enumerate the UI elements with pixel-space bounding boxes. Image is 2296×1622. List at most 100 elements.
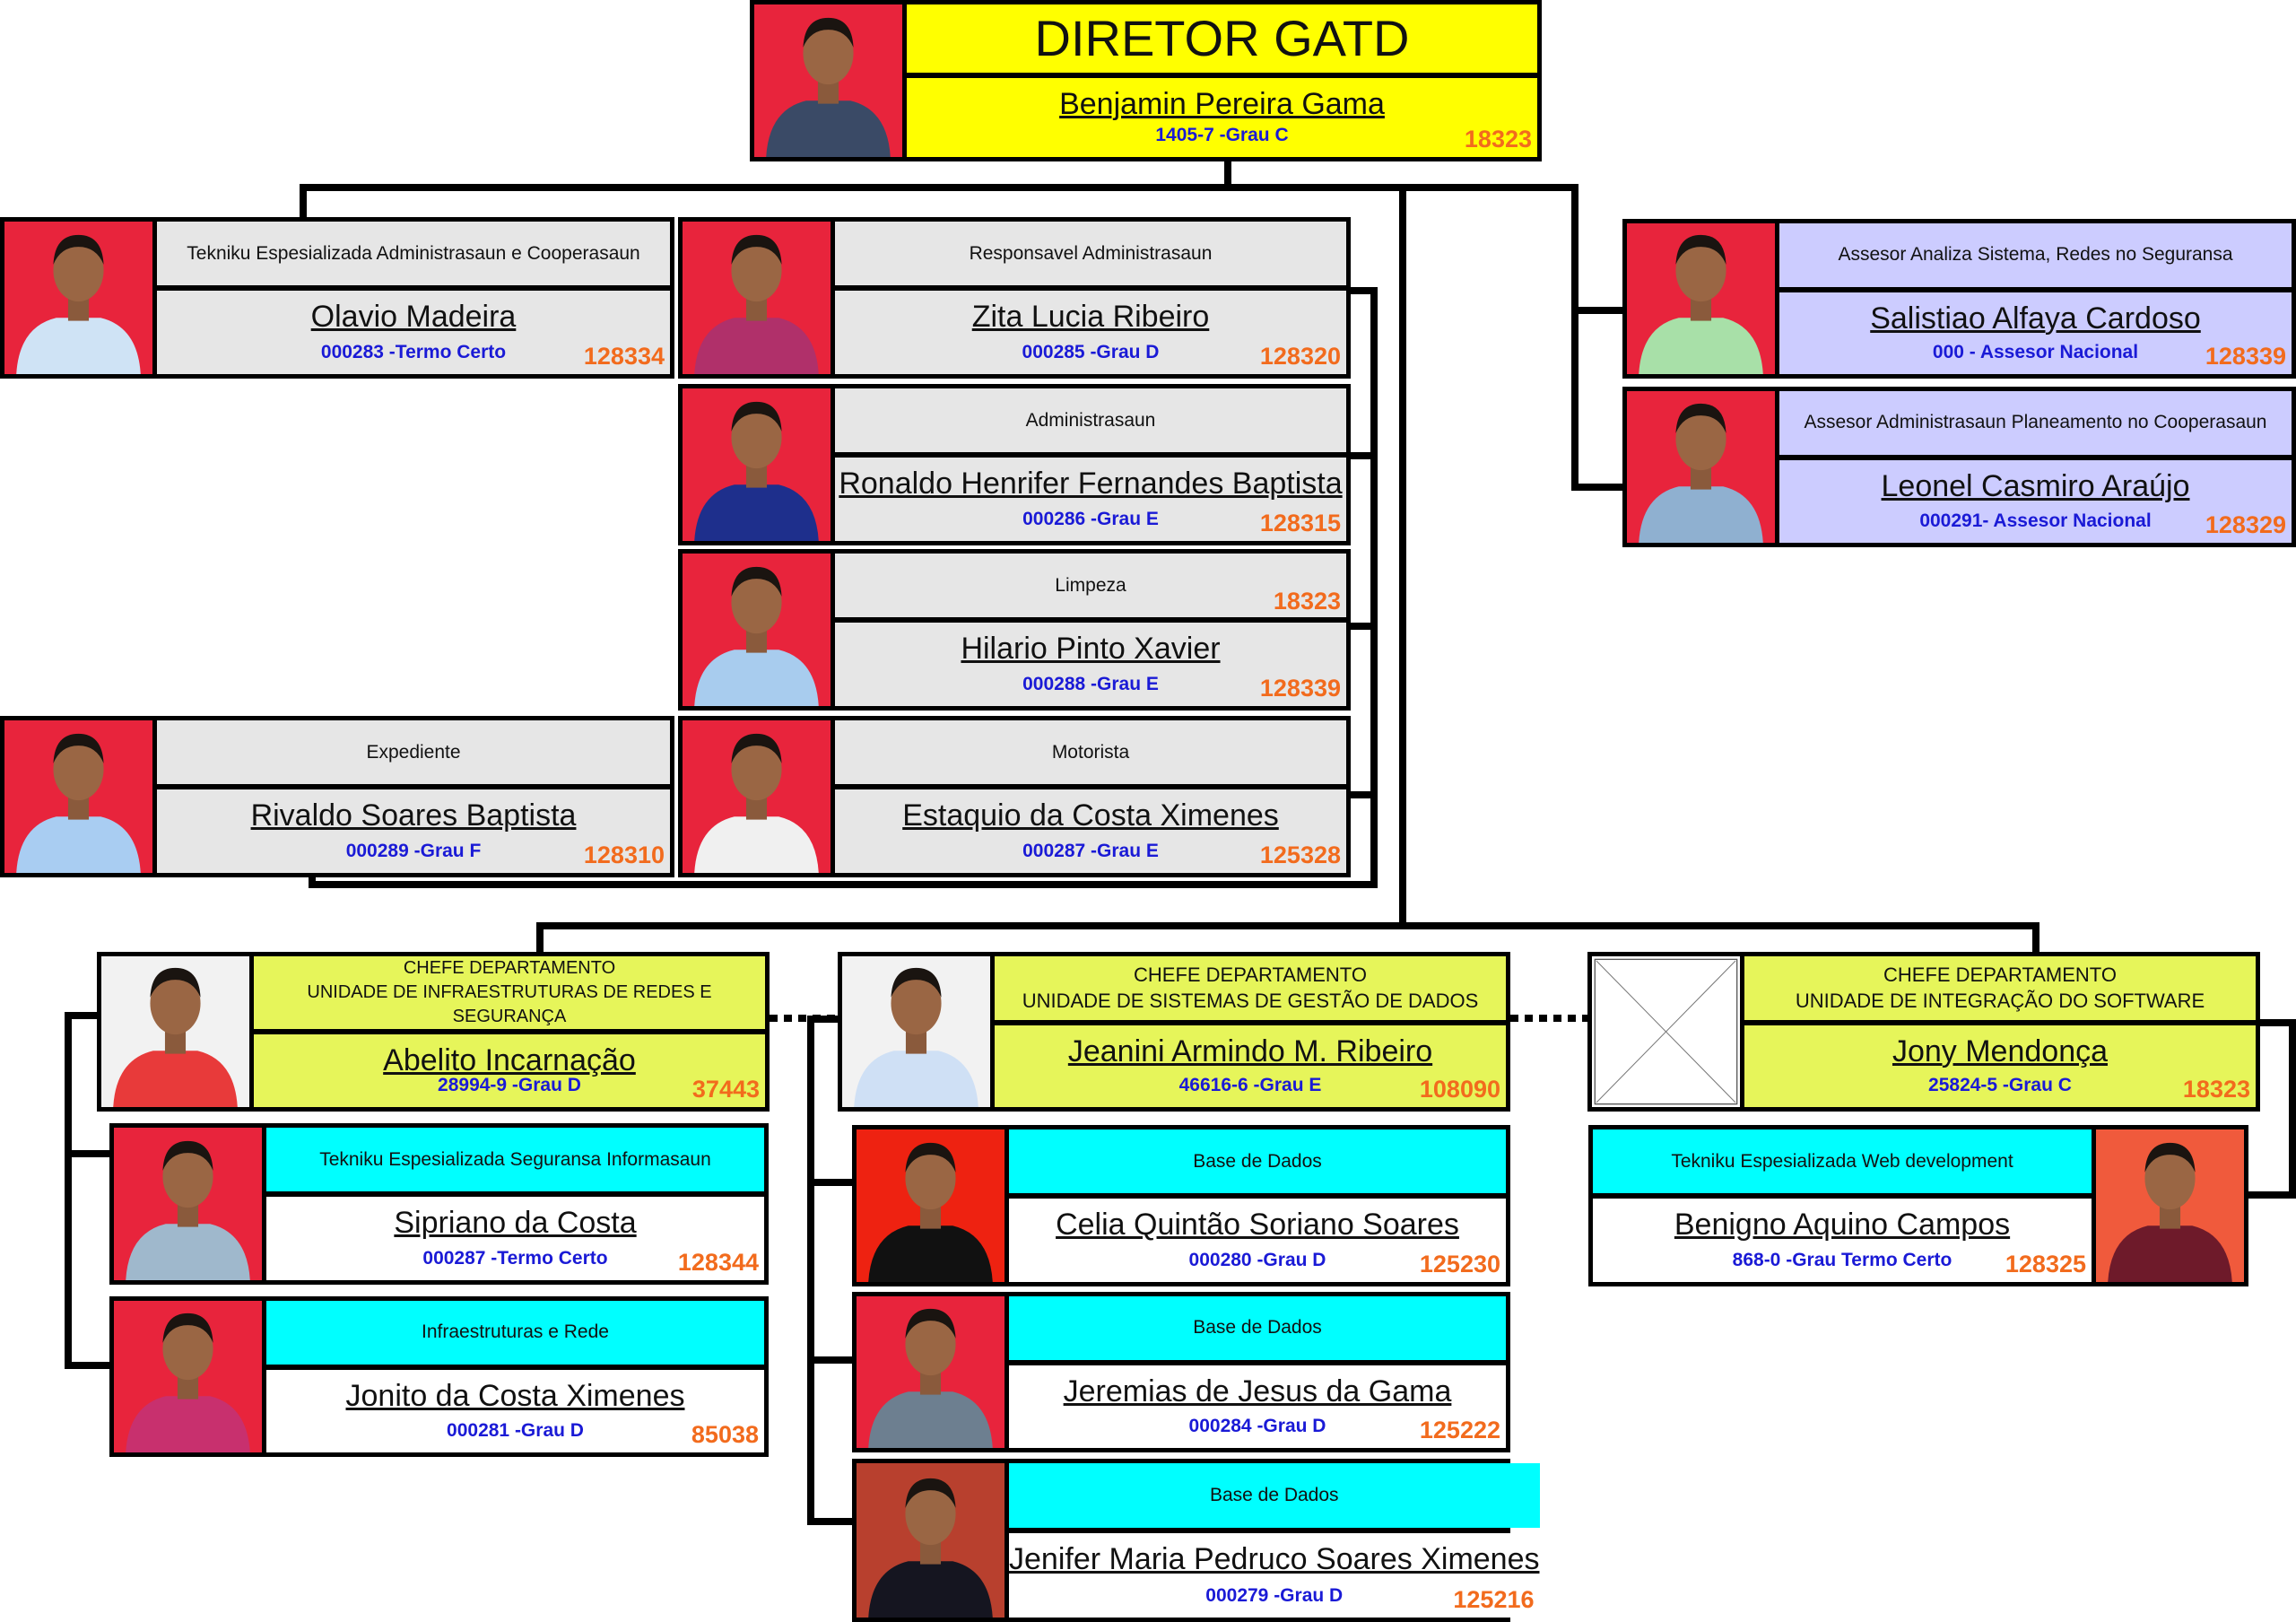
position-title: Assesor Administrasaun Planeamento no Co… <box>1779 391 2292 455</box>
connector-line <box>1349 452 1378 459</box>
person-name-link[interactable]: Benjamin Pereira Gama <box>1059 86 1385 121</box>
employee-id-grade: 000288 -Grau E <box>1022 674 1159 694</box>
person-name-link[interactable]: Zita Lucia Ribeiro <box>971 300 1210 335</box>
person-photo <box>1627 391 1779 543</box>
connector-line <box>1349 623 1378 630</box>
person-name-link[interactable]: Jenifer Maria Pedruco Soares Ximenes <box>1009 1542 1540 1577</box>
person-card-sipriano[interactable]: Tekniku Espesializada Seguransa Informas… <box>109 1123 769 1285</box>
employee-number: 125328 <box>1259 842 1341 868</box>
employee-id-grade: 000286 -Grau E <box>1022 509 1159 529</box>
connector-line <box>65 1012 99 1019</box>
position-label: CHEFE DEPARTAMENTO <box>403 958 616 978</box>
employee-id-grade: 000287 -Termo Certo <box>422 1248 608 1269</box>
connector-line <box>65 1362 111 1369</box>
employee-number: 128310 <box>583 842 665 868</box>
connector-line <box>1224 160 1231 190</box>
person-name-link[interactable]: Hilario Pinto Xavier <box>961 632 1221 667</box>
person-name-link[interactable]: Abelito Incarnação <box>383 1043 636 1077</box>
person-name-link[interactable]: Olavio Madeira <box>310 300 517 335</box>
person-name-link[interactable]: Ronaldo Henrifer Fernandes Baptista <box>839 467 1343 501</box>
connector-line <box>807 1016 814 1525</box>
department-unit: UNIDADE DE INFRAESTRUTURAS DE REDES E SE… <box>307 982 712 1026</box>
employee-number: 85038 <box>691 1421 759 1448</box>
employee-id-grade: 000279 -Grau D <box>1205 1585 1344 1606</box>
position-label: Expediente <box>366 741 461 763</box>
employee-number: 37443 <box>691 1076 760 1103</box>
person-card-olavio[interactable]: Tekniku Espesializada Administrasaun e C… <box>0 217 674 379</box>
position-title: Base de Dados <box>1009 1129 1506 1194</box>
person-card-leonel[interactable]: Assesor Administrasaun Planeamento no Co… <box>1622 387 2296 547</box>
department-unit: UNIDADE DE INTEGRAÇÃO DO SOFTWARE <box>1795 990 2205 1013</box>
person-name-link[interactable]: Jonito da Costa Ximenes <box>345 1378 685 1413</box>
person-name-link[interactable]: Benigno Aquino Campos <box>1674 1208 2011 1243</box>
connector-line <box>65 1012 72 1369</box>
person-name-link[interactable]: Rivaldo Soares Baptista <box>250 798 577 833</box>
employee-number: 125216 <box>1453 1586 1535 1613</box>
employee-id-grade: 000289 -Grau F <box>345 841 482 861</box>
position-label: Tekniku Espesializada Seguransa Informas… <box>319 1148 711 1170</box>
position-title: Infraestruturas e Rede <box>266 1301 764 1365</box>
position-title: Tekniku Espesializada Seguransa Informas… <box>266 1128 764 1192</box>
person-photo <box>101 956 254 1107</box>
position-label: Motorista <box>1051 741 1130 763</box>
position-label: Limpeza <box>1055 574 1126 596</box>
connector-line <box>1399 184 1406 927</box>
person-name-link[interactable]: Jeanini Armindo M. Ribeiro <box>1067 1033 1433 1068</box>
connector-line <box>1571 307 1625 314</box>
connector-line <box>536 922 544 955</box>
person-name-link[interactable]: Leonel Casmiro Araújo <box>1881 468 2190 503</box>
employee-number: 128334 <box>583 343 665 370</box>
position-title: CHEFE DEPARTAMENTO UNIDADE DE INFRAESTRUT… <box>254 956 765 1029</box>
connector-line <box>1571 484 1625 491</box>
connector-line <box>807 1016 839 1023</box>
person-photo <box>114 1128 266 1280</box>
person-photo <box>114 1301 266 1452</box>
employee-number: 18323 <box>1464 126 1532 153</box>
person-name-link[interactable]: Jony Mendonça <box>1892 1033 2109 1068</box>
person-card-abelito[interactable]: CHEFE DEPARTAMENTO UNIDADE DE INFRAESTRUT… <box>97 952 770 1112</box>
person-photo <box>857 1129 1009 1282</box>
person-name-link[interactable]: Jeremias de Jesus da Gama <box>1063 1373 1452 1408</box>
employee-number: 128315 <box>1259 510 1341 536</box>
dotted-connector <box>770 1015 839 1022</box>
connector-line <box>536 922 2039 929</box>
position-label: CHEFE DEPARTAMENTO <box>1134 963 1367 986</box>
employee-id-grade: 000284 -Grau D <box>1188 1416 1326 1436</box>
employee-id-grade: 000285 -Grau D <box>1022 342 1160 362</box>
person-name-link[interactable]: Celia Quintão Soriano Soares <box>1056 1208 1459 1243</box>
person-card-salistiao[interactable]: Assesor Analiza Sistema, Redes no Segura… <box>1622 219 2296 379</box>
person-name-link[interactable]: Estaquio da Costa Ximenes <box>902 798 1279 833</box>
person-name-link[interactable]: Sipriano da Costa <box>394 1206 637 1241</box>
person-name-link[interactable]: Salistiao Alfaya Cardoso <box>1870 301 2201 336</box>
connector-line <box>300 184 307 220</box>
person-photo <box>2092 1129 2244 1282</box>
